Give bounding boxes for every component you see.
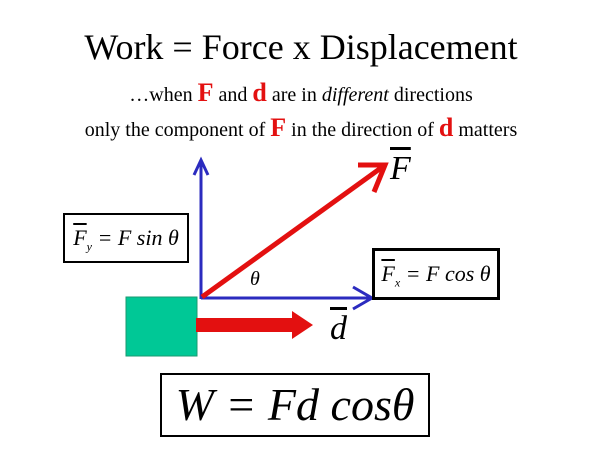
displacement-arrow [196,311,313,339]
force-symbol: F [270,113,287,142]
emphasis-text: different [321,84,389,106]
force-label: F [390,150,411,188]
fy-formula-box: Fy = F sin θ [63,213,189,263]
text: in the direction of [291,119,434,141]
fy-expression: = F sin θ [97,225,179,250]
displacement-label-text: d [330,310,347,347]
displacement-symbol: d [438,113,454,142]
slide-title: Work = Force x Displacement [84,27,518,67]
fx-expression: = F cos θ [405,261,491,286]
text: matters [458,119,518,141]
fx-symbol: F [381,261,395,286]
work-formula-box: W = Fd cosθ [160,373,430,437]
work-formula: W = Fd cosθ [175,379,415,430]
y-axis-arrow [192,156,210,299]
fy-subscript: y [86,239,92,254]
angle-label: θ [250,268,260,290]
explanation-line: only the component of F in the direction… [0,113,602,143]
force-symbol: F [197,78,214,107]
fx-formula-box: Fx = F cos θ [372,248,500,300]
displacement-label: d [330,310,347,348]
block [125,296,198,357]
x-axis-arrow [201,285,375,311]
subtitle-line: …when F and d are in different direction… [0,78,602,108]
force-label-text: F [390,150,411,187]
text: only the component of [84,119,266,141]
text: directions [393,84,473,106]
text: and [218,84,248,106]
force-arrow [200,162,389,300]
fy-symbol: F [73,225,87,250]
displacement-symbol: d [252,78,267,107]
text: are in [271,84,317,106]
text: …when [129,84,193,106]
fx-subscript: x [394,275,401,290]
